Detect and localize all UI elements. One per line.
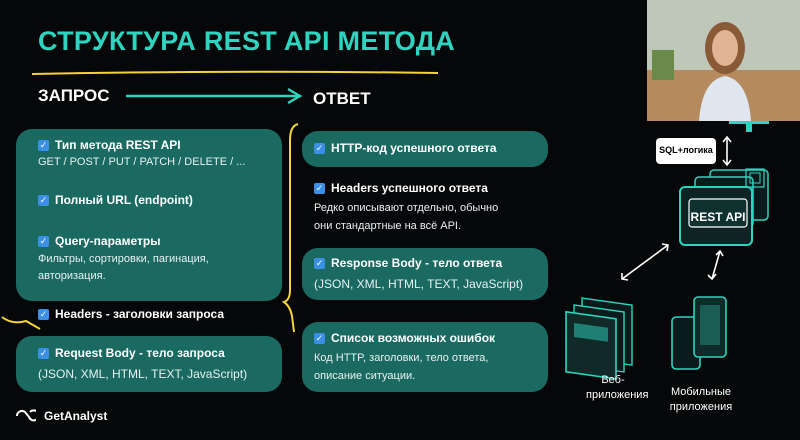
brand: GetAnalyst [14,407,107,425]
rest-api-label: REST API [690,210,746,224]
checkbox-icon: ✓ [314,182,325,194]
checkbox-icon: ✓ [314,142,325,154]
request-query-label: Query-параметры [55,234,161,248]
response-http-label: HTTP-код успешного ответа [331,141,497,155]
slide-title: СТРУКТУРА REST API МЕТОДА [38,26,456,56]
checkbox-icon: ✓ [314,332,325,344]
response-errors-desc-2: описание ситуации. [314,370,416,382]
request-query-row: ✓ Query-параметры [38,234,160,248]
response-body-card [302,248,548,300]
response-errors-desc-1: Код HTTP, заголовки, тело ответа, [314,352,489,364]
sql-logic-label: SQL+логика [659,145,713,155]
checkbox-icon: ✓ [38,235,49,247]
response-errors-card [302,322,548,392]
web-apps-label-line2: приложения [586,389,649,401]
request-heading: ЗАПРОС [38,86,110,105]
request-method-row: ✓ Тип метода REST API [38,138,181,152]
request-query-desc-2: авторизация. [38,270,106,282]
response-headers-row: ✓ Headers успешного ответа [314,181,488,195]
request-body-row: ✓ Request Body - тело запроса [38,346,225,360]
checkbox-icon: ✓ [38,194,49,206]
request-body-formats: (JSON, XML, HTML, TEXT, JavaScript) [38,367,248,381]
title-underline [31,70,439,75]
request-query-desc-1: Фильтры, сортировки, пагинация, [38,253,209,265]
request-body-label: Request Body - тело запроса [55,346,225,360]
request-url-row: ✓ Полный URL (endpoint) [38,193,193,207]
brand-name: GetAnalyst [44,409,108,423]
mobile-apps-label-line1: Мобильные [670,386,732,398]
request-method-values: GET / POST / PUT / PATCH / DELETE / ... [38,156,246,168]
response-heading: ОТВЕТ [313,89,371,108]
handdrawn-marker-left [1,316,41,330]
request-url-label: Полный URL (endpoint) [55,193,193,207]
checkbox-icon: ✓ [38,308,49,320]
response-http-row: ✓ HTTP-код успешного ответа [314,141,497,155]
mobile-apps-label-line2: приложения [669,401,733,413]
monitor-stand-icon [729,121,769,132]
response-headers-desc-2: они стандартные на всё API. [314,220,462,232]
web-apps-label-line1: Веб- [601,374,625,386]
response-errors-label: Список возможных ошибок [331,331,496,345]
brand-logo-icon [16,409,36,422]
checkbox-icon: ✓ [314,257,325,269]
response-body-row: ✓ Response Body - тело ответа [314,256,502,270]
response-headers-label: Headers успешного ответа [331,181,488,195]
request-headers-row: ✓ Headers - заголовки запроса [38,307,224,321]
request-method-label: Тип метода REST API [55,138,181,152]
checkbox-icon: ✓ [38,347,49,359]
checkbox-icon: ✓ [38,139,49,151]
architecture-diagram [565,135,769,380]
arrow-right-icon [126,87,303,105]
web-apps-label: Веб- приложения [586,373,649,403]
handdrawn-bracket [281,123,299,333]
response-body-formats: (JSON, XML, HTML, TEXT, JavaScript) [314,277,524,291]
response-errors-row: ✓ Список возможных ошибок [314,331,495,345]
request-headers-label: Headers - заголовки запроса [55,307,224,321]
mobile-apps-label: Мобильные приложения [666,385,736,415]
response-http-card [302,131,548,167]
response-headers-desc-1: Редко описывают отдельно, обычно [314,202,499,214]
presenter-image [647,0,800,121]
request-card-main [16,129,282,301]
request-body-card [16,336,282,392]
webcam-video [647,0,800,121]
response-body-label: Response Body - тело ответа [331,256,503,270]
